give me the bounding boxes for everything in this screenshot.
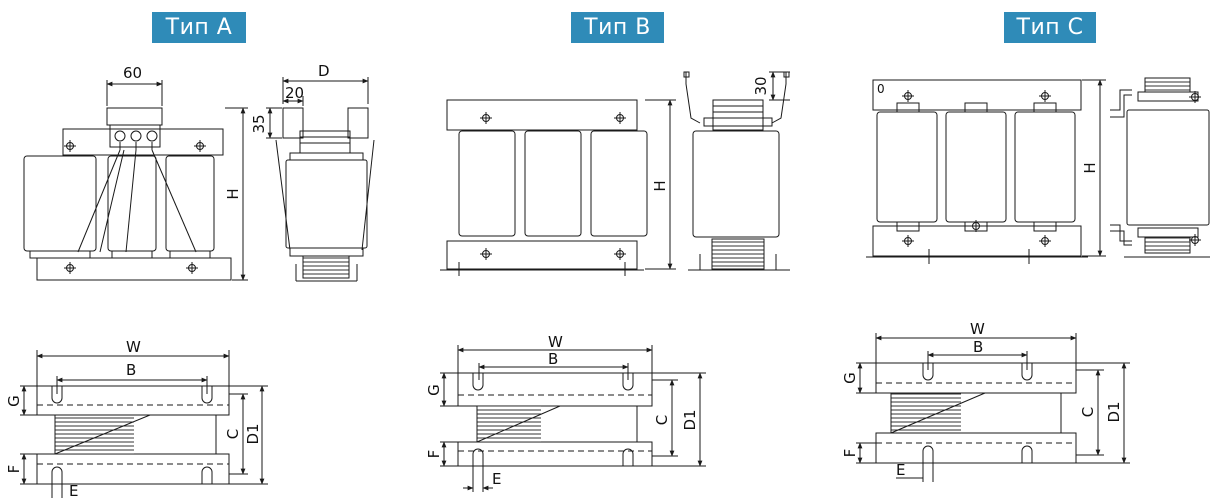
dim-60: 60 [123, 64, 142, 82]
dim-f-c: F [841, 449, 859, 458]
dim-e-a: E [69, 482, 78, 499]
dim-f-b: F [425, 450, 443, 459]
dim-c-b: C [653, 415, 671, 425]
type-c-title: Тип C [1004, 12, 1096, 43]
dim-30: 30 [752, 76, 770, 95]
dim-d1-a: D1 [244, 423, 262, 444]
dim-d1-b: D1 [681, 409, 699, 430]
dim-h-a: H [224, 188, 242, 199]
type-a-front-view [23, 80, 248, 281]
type-a-title: Тип A [152, 12, 246, 43]
dim-b-a: B [126, 361, 136, 379]
type-c-side-view [1110, 77, 1210, 258]
type-a-side-view [266, 77, 375, 282]
dim-c-c: C [1079, 407, 1097, 417]
dim-f-a: F [5, 465, 23, 474]
dim-w-b: W [548, 333, 563, 351]
type-b-side-view [683, 71, 790, 271]
dim-g-a: G [5, 395, 23, 407]
dim-w-a: W [126, 338, 141, 356]
dim-w-c: W [970, 320, 985, 338]
dim-h-b: H [651, 180, 669, 191]
type-b-title: Тип B [571, 12, 664, 43]
dim-c-a: C [224, 429, 242, 439]
type-b-top-view [440, 345, 706, 492]
dim-g-c: G [841, 372, 859, 384]
type-c-top-view [856, 333, 1130, 482]
dim-20: 20 [285, 84, 304, 102]
dim-b-c: B [973, 338, 983, 356]
type-a-top-view [20, 350, 268, 498]
type-b-front-view [440, 99, 676, 276]
dim-b-b: B [548, 350, 558, 368]
dim-g-b: G [425, 384, 443, 396]
dim-d1-c: D1 [1105, 401, 1123, 422]
dim-h-c: H [1081, 162, 1099, 173]
dim-e-c: E [896, 461, 905, 479]
label-zero: 0 [877, 82, 885, 96]
type-c-front-view [866, 79, 1106, 264]
dim-e-b: E [492, 470, 501, 488]
dim-d: D [318, 62, 330, 80]
dim-35: 35 [250, 114, 268, 133]
